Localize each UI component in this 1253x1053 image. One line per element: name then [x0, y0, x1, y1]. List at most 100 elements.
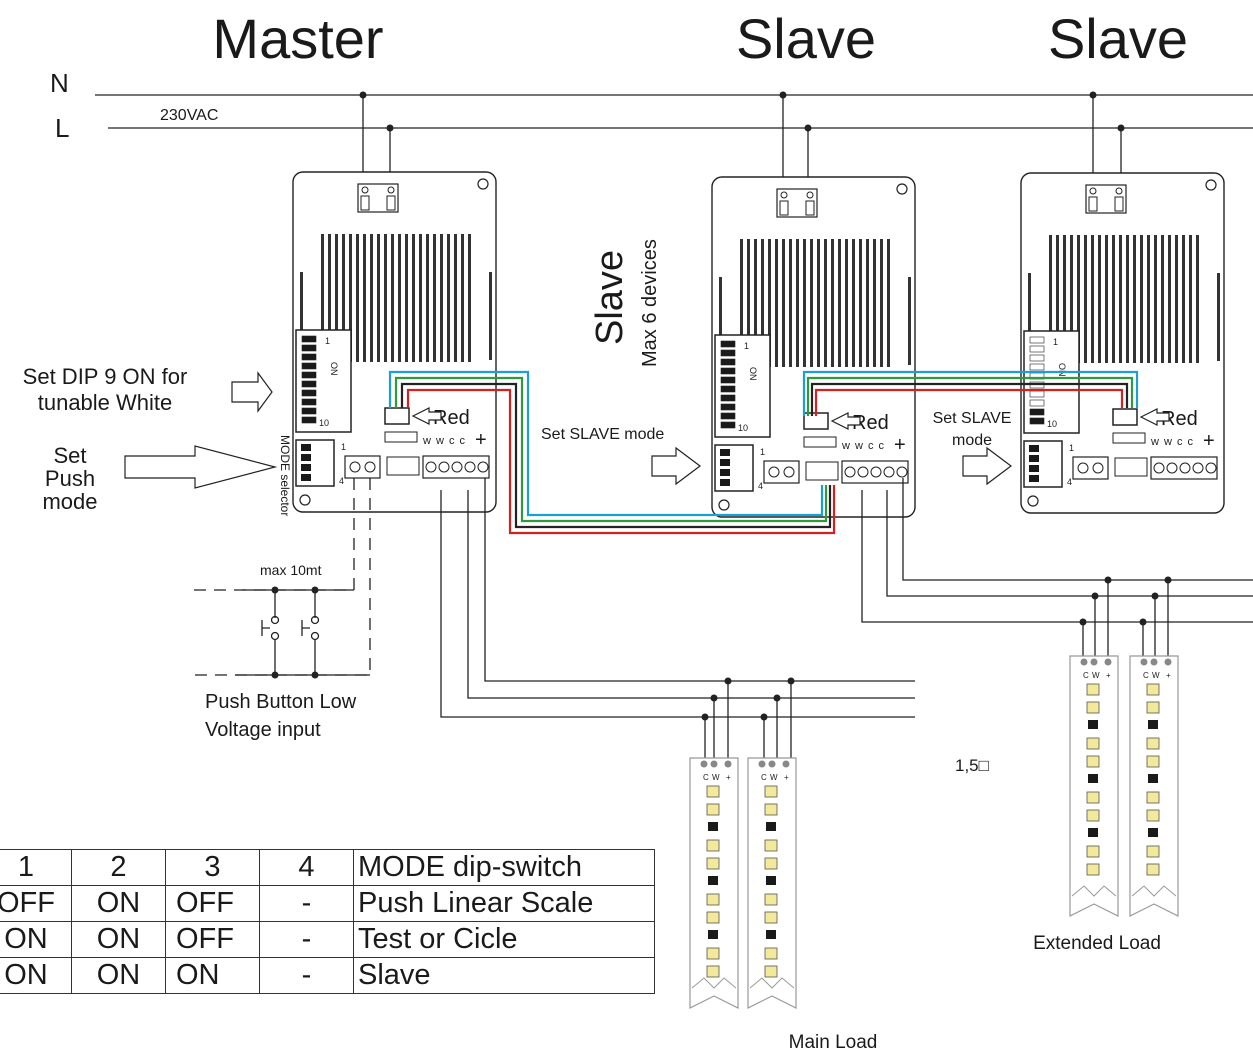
warm-led	[706, 911, 720, 924]
warm-led	[764, 965, 778, 978]
terminal-plus-label: +	[475, 429, 487, 451]
terminal-slot	[779, 200, 789, 216]
mount-hole-icon	[1205, 179, 1217, 191]
dip-switch	[301, 362, 317, 370]
table-cell: ON	[71, 957, 166, 994]
voltage-label: 230VAC	[160, 107, 218, 124]
neutral-label: N	[50, 68, 69, 98]
screw-icon	[1153, 462, 1165, 474]
table-row: ON ON OFF - Test or Cicle	[0, 921, 655, 958]
screw-icon	[844, 466, 856, 478]
terminal-screw-icon	[780, 191, 788, 199]
side-vent	[904, 277, 912, 365]
strip-c-label: C	[703, 773, 709, 782]
dip-switch	[720, 421, 736, 429]
screw-icon	[783, 466, 795, 478]
warm-led	[706, 893, 720, 906]
slave-arrow-icon-2	[962, 446, 1012, 486]
pointer-arrow-icon	[830, 412, 861, 430]
warm-led	[1146, 809, 1160, 822]
push-note-line2: Push	[45, 466, 95, 491]
mount-hole-icon	[1027, 495, 1039, 507]
push-input-line2: Voltage input	[205, 719, 321, 741]
push-input-terminal	[344, 455, 381, 479]
table-cell: -	[259, 885, 354, 922]
dip-on-label: ON	[748, 367, 758, 381]
dip-switch	[301, 398, 317, 406]
pointer-arrow-icon	[1139, 408, 1170, 426]
terminal-plus-label: +	[894, 434, 906, 456]
live-label: L	[55, 113, 69, 143]
strip-plus-label: +	[784, 773, 789, 782]
slave-arrow-icon-1	[651, 446, 701, 486]
mode-number-4: 4	[1067, 477, 1072, 487]
dip-switch	[301, 353, 317, 361]
set-slave-note-line2: mode	[952, 432, 992, 449]
strip-plus-label: +	[726, 773, 731, 782]
dip-number-10: 10	[319, 418, 329, 428]
terminal-slot	[1088, 196, 1098, 212]
mode-switch	[1029, 475, 1039, 482]
mode-number-1: 1	[1069, 443, 1074, 453]
screw-icon	[464, 461, 476, 473]
dip-number-1: 1	[744, 341, 749, 351]
pointer-arrow-icon	[411, 407, 442, 425]
strip-body	[1129, 655, 1179, 917]
table-cell: 4	[259, 849, 354, 886]
mode-switch	[301, 454, 311, 461]
push-note-line3: mode	[42, 489, 97, 514]
strip-c-label: C	[1083, 671, 1089, 680]
mount-hole-icon	[299, 494, 311, 506]
max-distance-label: max 10mt	[260, 562, 322, 578]
table-cell: OFF	[165, 921, 260, 958]
screw-icon	[1192, 462, 1204, 474]
warm-led	[1086, 701, 1100, 714]
screw-icon	[768, 466, 780, 478]
strip-cut-line	[691, 977, 737, 989]
mode-switch	[301, 464, 311, 471]
programming-header	[386, 456, 420, 476]
warm-led	[764, 947, 778, 960]
dip-on-label: ON	[329, 362, 339, 376]
warm-led	[706, 857, 720, 870]
mains-terminal	[776, 188, 818, 218]
screw-icon	[349, 461, 361, 473]
dip-switch	[720, 367, 736, 375]
dip-number-1: 1	[325, 336, 330, 346]
output-terminal	[1150, 456, 1218, 480]
strip-pad	[1140, 658, 1148, 666]
mode-switch	[301, 474, 311, 481]
table-cell: Test or Cicle	[353, 921, 655, 958]
warm-led	[1146, 737, 1160, 750]
side-vent	[296, 272, 304, 360]
side-vent	[1024, 273, 1032, 361]
red-wire-label: Red	[433, 407, 470, 429]
mode-switch	[1029, 445, 1039, 452]
strip-cut-line	[1071, 885, 1117, 897]
output-terminal	[422, 455, 490, 479]
screw-icon	[1179, 462, 1191, 474]
terminal-polarity-label: w w c c	[422, 435, 466, 447]
table-cell: ON	[71, 885, 166, 922]
push-input-terminal	[1072, 456, 1109, 480]
warm-led	[1146, 683, 1160, 696]
bus-connector-pins	[1112, 432, 1146, 444]
strip-pad	[710, 760, 718, 768]
red-wire-label: Red	[852, 412, 889, 434]
terminal-screw-icon	[1115, 187, 1123, 195]
table-cell: ON	[71, 921, 166, 958]
mains-terminal	[357, 183, 399, 213]
dip-switch	[301, 380, 317, 388]
dip-number-10: 10	[1047, 419, 1057, 429]
screw-icon	[896, 466, 908, 478]
warm-led	[764, 785, 778, 798]
cool-led	[766, 930, 776, 939]
terminal-polarity-label: w w c c	[1150, 436, 1194, 448]
dip-switch	[301, 344, 317, 352]
extended-load-wiring	[861, 478, 1253, 658]
terminal-polarity-label: w w c c	[841, 440, 885, 452]
warm-led	[1086, 683, 1100, 696]
